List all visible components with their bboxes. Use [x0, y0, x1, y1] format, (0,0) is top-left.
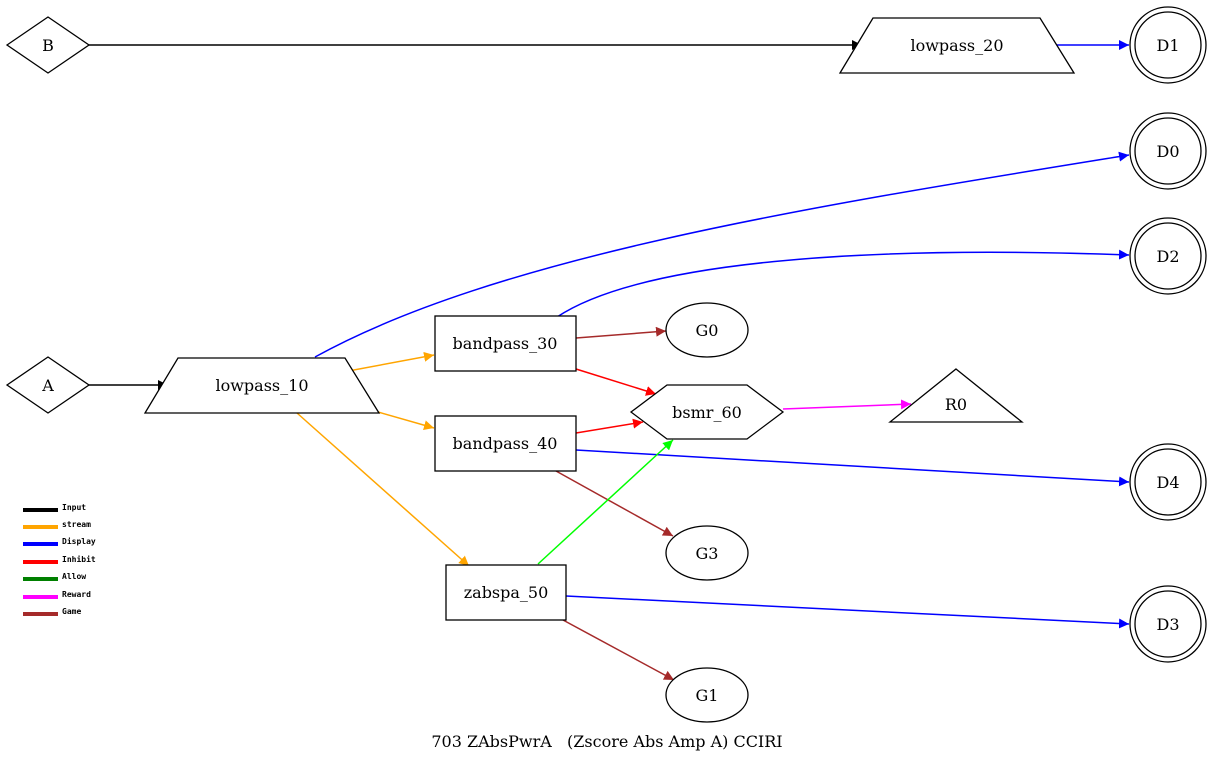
legend-item-inhibit: Inhibit — [23, 554, 96, 564]
edge-bandpass30-bsmr60 — [575, 368, 657, 396]
legend-item-stream: stream — [23, 520, 91, 529]
legend-label-inhibit: Inhibit — [62, 554, 96, 564]
node-bsmr-60[interactable]: bsmr_60 — [629, 384, 785, 440]
node-d2[interactable]: D2 — [1129, 217, 1207, 295]
diagram-caption: 703 ZAbsPwrA (Zscore Abs Amp A) CCIRI — [431, 732, 782, 751]
legend-item-reward: Reward — [23, 590, 91, 599]
node-lowpass-10-label: lowpass_10 — [215, 376, 308, 395]
legend-item-allow: Allow — [23, 572, 86, 581]
edge-bandpass40-bsmr60 — [575, 418, 644, 434]
edge-lowpass10-bandpass30 — [342, 351, 435, 373]
node-a-label: A — [41, 376, 54, 395]
node-g3[interactable]: G3 — [665, 525, 749, 581]
node-d0-label: D0 — [1156, 142, 1179, 161]
node-zabspa-50-label: zabspa_50 — [464, 583, 549, 602]
node-g3-label: G3 — [696, 544, 719, 563]
legend-label-reward: Reward — [62, 590, 91, 599]
node-d2-label: D2 — [1156, 247, 1179, 266]
node-r0[interactable]: R0 — [888, 368, 1024, 423]
node-bandpass-30-label: bandpass_30 — [453, 334, 558, 353]
node-d3[interactable]: D3 — [1129, 585, 1207, 663]
legend: Input stream Display Inhibit Allow Rewar… — [23, 503, 96, 616]
legend-label-game: Game — [62, 607, 81, 616]
edge-zabspa50-bsmr60 — [537, 439, 674, 565]
node-g1-label: G1 — [696, 686, 719, 705]
legend-item-game: Game — [23, 607, 81, 616]
legend-item-display: Display — [23, 536, 96, 546]
edge-zabspa50-g1 — [562, 619, 675, 681]
node-r0-label: R0 — [945, 395, 967, 414]
node-lowpass-20-label: lowpass_20 — [910, 36, 1003, 55]
node-d4[interactable]: D4 — [1129, 443, 1207, 521]
node-g0-label: G0 — [696, 321, 719, 340]
edge-bsmr60-r0 — [782, 399, 912, 410]
node-lowpass-10[interactable]: lowpass_10 — [143, 357, 381, 414]
node-bsmr-60-label: bsmr_60 — [672, 403, 742, 422]
node-b-label: B — [42, 36, 54, 55]
edge-bandpass40-d4 — [575, 449, 1130, 487]
edge-lowpass10-zabspa50 — [296, 412, 470, 567]
node-b[interactable]: B — [5, 16, 91, 74]
node-g0[interactable]: G0 — [665, 302, 749, 358]
node-d1[interactable]: D1 — [1129, 6, 1207, 84]
legend-label-input: Input — [62, 503, 86, 512]
node-bandpass-40-label: bandpass_40 — [453, 434, 558, 453]
node-d4-label: D4 — [1156, 473, 1179, 492]
node-d1-label: D1 — [1156, 36, 1179, 55]
node-a[interactable]: A — [5, 356, 91, 414]
legend-item-input: Input — [23, 503, 86, 512]
node-d3-label: D3 — [1156, 615, 1179, 634]
node-d0[interactable]: D0 — [1129, 112, 1207, 190]
node-g1[interactable]: G1 — [665, 667, 749, 723]
node-bandpass-40[interactable]: bandpass_40 — [434, 415, 577, 472]
legend-label-stream: stream — [62, 520, 91, 529]
node-zabspa-50[interactable]: zabspa_50 — [445, 564, 567, 621]
edge-bandpass30-g0 — [575, 326, 667, 339]
edge-bandpass30-d2 — [556, 249, 1130, 318]
node-lowpass-20[interactable]: lowpass_20 — [838, 17, 1076, 74]
legend-label-allow: Allow — [62, 572, 86, 581]
edge-bandpass40-g3 — [555, 470, 674, 537]
legend-label-display: Display — [62, 536, 96, 546]
edges — [89, 40, 1130, 681]
node-bandpass-30[interactable]: bandpass_30 — [434, 315, 577, 372]
edge-lowpass10-bandpass40 — [377, 411, 435, 431]
edge-zabspa50-d3 — [565, 595, 1130, 629]
edge-lowpass10-d0 — [314, 151, 1130, 358]
